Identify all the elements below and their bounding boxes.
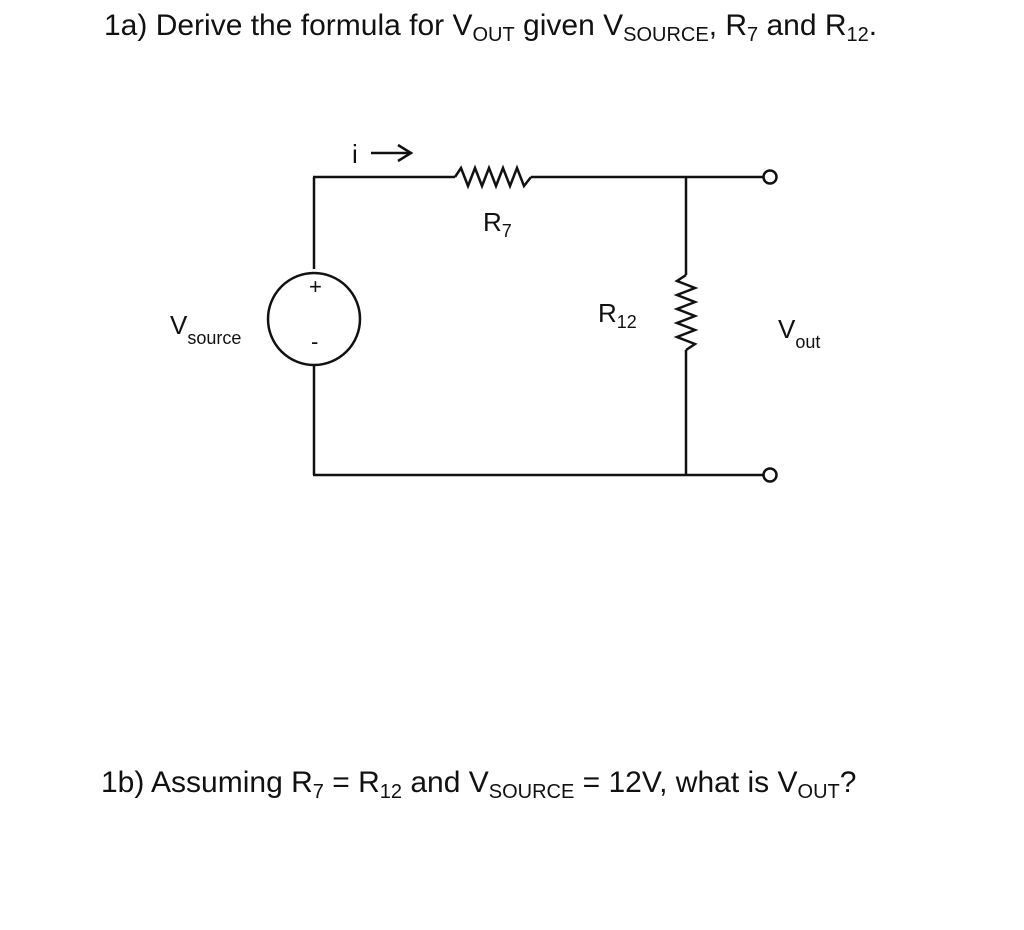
vsource-label-main: V xyxy=(170,310,188,340)
current-label: i xyxy=(352,139,358,169)
terminal-bottom xyxy=(762,467,778,483)
terminal-top xyxy=(762,169,778,185)
q1a-text-2: given V xyxy=(514,9,624,42)
q1a-text-5: . xyxy=(868,9,878,42)
q1b-text-1: 1b) Assuming R xyxy=(101,766,313,799)
r12-label: R12 xyxy=(598,298,637,331)
resistor-r7 xyxy=(453,164,532,190)
q1a-text-1: 1a) Derive the formula for V xyxy=(104,9,473,42)
q1b-text-2: = R xyxy=(323,766,380,799)
vsource-label: Vsource xyxy=(170,310,241,347)
q1a-sub-r12: 12 xyxy=(846,24,869,46)
r7-label: R7 xyxy=(483,207,512,240)
question-1a: 1a) Derive the formula for VOUT given VS… xyxy=(104,9,878,46)
vout-label-main: V xyxy=(778,314,796,344)
q1a-sub-r7: 7 xyxy=(747,24,759,46)
question-1b: 1b) Assuming R7 = R12 and VSOURCE = 12V,… xyxy=(101,766,857,803)
q1b-sub-r7: 7 xyxy=(312,781,324,803)
resistor-r12 xyxy=(673,273,699,352)
plus-sign: + xyxy=(309,274,322,299)
q1b-sub-out: OUT xyxy=(797,781,840,803)
q1b-text-4: = 12V, what is V xyxy=(574,766,798,799)
r7-label-main: R xyxy=(483,207,502,237)
q1a-text-3: , R xyxy=(708,9,748,42)
r12-label-sub: 12 xyxy=(616,312,637,332)
vout-label-sub: out xyxy=(795,332,821,352)
q1a-sub-source: SOURCE xyxy=(623,24,709,46)
r12-label-main: R xyxy=(598,298,617,328)
q1b-text-5: ? xyxy=(839,766,857,799)
q1a-text-4: and R xyxy=(758,9,847,42)
minus-sign: - xyxy=(311,329,319,354)
q1a-sub-out: OUT xyxy=(472,24,515,46)
q1b-sub-source: SOURCE xyxy=(488,781,575,803)
q1b-sub-r12: 12 xyxy=(379,781,402,803)
current-arrow-head xyxy=(397,143,414,163)
r7-label-sub: 7 xyxy=(501,221,512,241)
vout-label: Vout xyxy=(778,314,820,351)
q1b-text-3: and V xyxy=(402,766,489,799)
vsource-label-sub: source xyxy=(187,328,242,348)
